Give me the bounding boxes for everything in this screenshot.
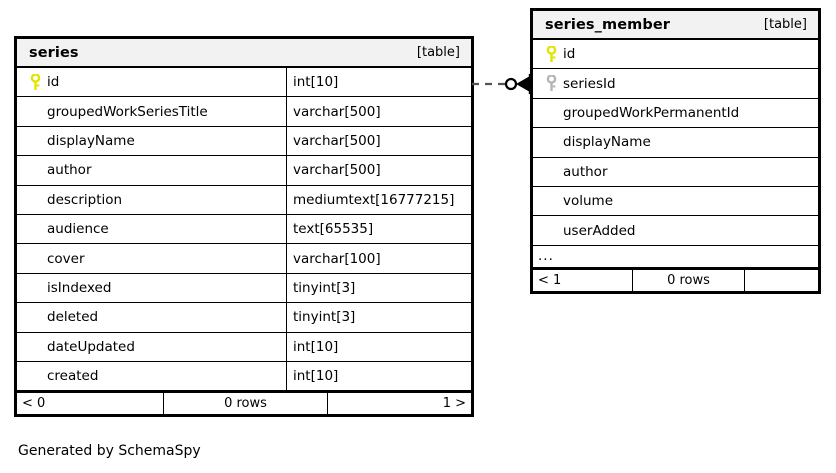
crows-foot-many-marker (516, 76, 530, 92)
table-row[interactable]: volume (533, 187, 818, 217)
column-name-cell: groupedWorkPermanentId (533, 99, 818, 127)
table-series-title: series (29, 44, 79, 61)
next-page-button[interactable]: 1 > (442, 396, 466, 412)
more-columns-indicator: ... (533, 246, 818, 268)
column-type: int[10] (293, 74, 339, 91)
column-type: varchar[500] (293, 103, 381, 120)
row-count-label: 0 rows (164, 393, 328, 415)
primary-key-icon (23, 73, 47, 91)
table-series-member[interactable]: series_member [table] id seriesId g (530, 8, 821, 294)
column-type: text[65535] (293, 221, 374, 238)
column-label: created (47, 368, 99, 385)
column-name-cell: volume (533, 187, 818, 215)
table-row[interactable]: groupedWorkPermanentId (533, 99, 818, 129)
optional-circle-marker (504, 77, 518, 91)
column-name-cell: isIndexed (17, 273, 287, 303)
primary-key-icon (539, 45, 563, 63)
column-label: cover (47, 250, 85, 267)
column-type: tinyint[3] (293, 309, 356, 326)
column-type: varchar[100] (293, 250, 381, 267)
column-name-cell: userAdded (533, 216, 818, 244)
column-type: tinyint[3] (293, 279, 356, 296)
column-label: groupedWorkSeriesTitle (47, 103, 208, 120)
table-series-member-title: series_member (545, 16, 671, 33)
column-name-cell: groupedWorkSeriesTitle (17, 97, 287, 126)
column-name-cell: audience (17, 214, 287, 244)
table-row[interactable]: seriesId (533, 69, 818, 99)
column-name-cell: seriesId (533, 69, 818, 97)
column-name-cell: author (533, 158, 818, 186)
table-row[interactable]: deleted tinyint[3] (17, 303, 471, 333)
column-label: groupedWorkPermanentId (563, 104, 740, 121)
table-series-member-header: series_member [table] (533, 11, 818, 40)
column-type: varchar[500] (293, 162, 381, 179)
table-row[interactable]: groupedWorkSeriesTitle varchar[500] (17, 97, 471, 127)
prev-page-button[interactable]: < 0 (17, 393, 164, 415)
column-name-cell: created (17, 361, 287, 391)
generated-by-caption: Generated by SchemaSpy (18, 443, 201, 459)
column-name-cell: dateUpdated (17, 332, 287, 361)
table-series-member-footer: < 1 0 rows (533, 267, 818, 291)
column-label: volume (563, 193, 614, 210)
table-row[interactable]: author varchar[500] (17, 156, 471, 186)
relationship-connector-series-to-series-member (472, 70, 534, 98)
table-row[interactable]: isIndexed tinyint[3] (17, 273, 471, 304)
column-label: isIndexed (47, 279, 112, 296)
table-row[interactable]: displayName (533, 128, 818, 158)
column-name-cell: displayName (533, 128, 818, 156)
column-type: mediumtext[16777215] (293, 191, 455, 208)
prev-page-button[interactable]: < 1 (533, 269, 633, 291)
table-row[interactable]: displayName varchar[500] (17, 126, 471, 157)
table-row[interactable]: audience text[65535] (17, 214, 471, 245)
table-series-footer: < 0 0 rows 1 > (17, 391, 471, 415)
column-label: id (47, 74, 60, 91)
table-row[interactable]: dateUpdated int[10] (17, 332, 471, 362)
table-row[interactable]: description mediumtext[16777215] (17, 185, 471, 215)
column-name-cell: displayName (17, 126, 287, 156)
column-label: author (47, 162, 92, 179)
column-type: int[10] (293, 368, 339, 385)
table-row[interactable]: author (533, 158, 818, 187)
table-row[interactable]: userAdded (533, 216, 818, 246)
column-label: description (47, 191, 123, 208)
column-label: userAdded (563, 222, 636, 239)
column-name-cell: cover (17, 244, 287, 273)
column-name-cell: id (533, 40, 818, 68)
column-label: displayName (563, 134, 651, 151)
column-name-cell: deleted (17, 303, 287, 332)
column-type: int[10] (293, 338, 339, 355)
foreign-key-icon (539, 75, 563, 92)
table-series-header: series [table] (17, 39, 471, 68)
table-series-member-type-tag: [table] (763, 17, 807, 32)
relationship-line (472, 74, 532, 94)
column-name-cell: id (17, 68, 287, 97)
table-series[interactable]: series [table] id int[10] groupedWorkSer… (14, 36, 474, 418)
table-row[interactable]: cover varchar[100] (17, 244, 471, 274)
table-row[interactable]: id (533, 40, 818, 70)
column-label: author (563, 163, 608, 180)
column-type: varchar[500] (293, 132, 381, 149)
next-page-button[interactable] (745, 270, 818, 291)
column-label: seriesId (563, 75, 616, 92)
table-series-type-tag: [table] (416, 45, 460, 60)
column-label: id (563, 46, 576, 63)
column-name-cell: author (17, 156, 287, 185)
table-row[interactable]: id int[10] (17, 68, 471, 98)
column-label: dateUpdated (47, 338, 135, 355)
column-label: audience (47, 221, 109, 238)
column-label: deleted (47, 309, 99, 326)
table-row[interactable]: created int[10] (17, 361, 471, 392)
row-count-label: 0 rows (633, 269, 745, 291)
column-name-cell: description (17, 185, 287, 214)
column-label: displayName (47, 132, 135, 149)
